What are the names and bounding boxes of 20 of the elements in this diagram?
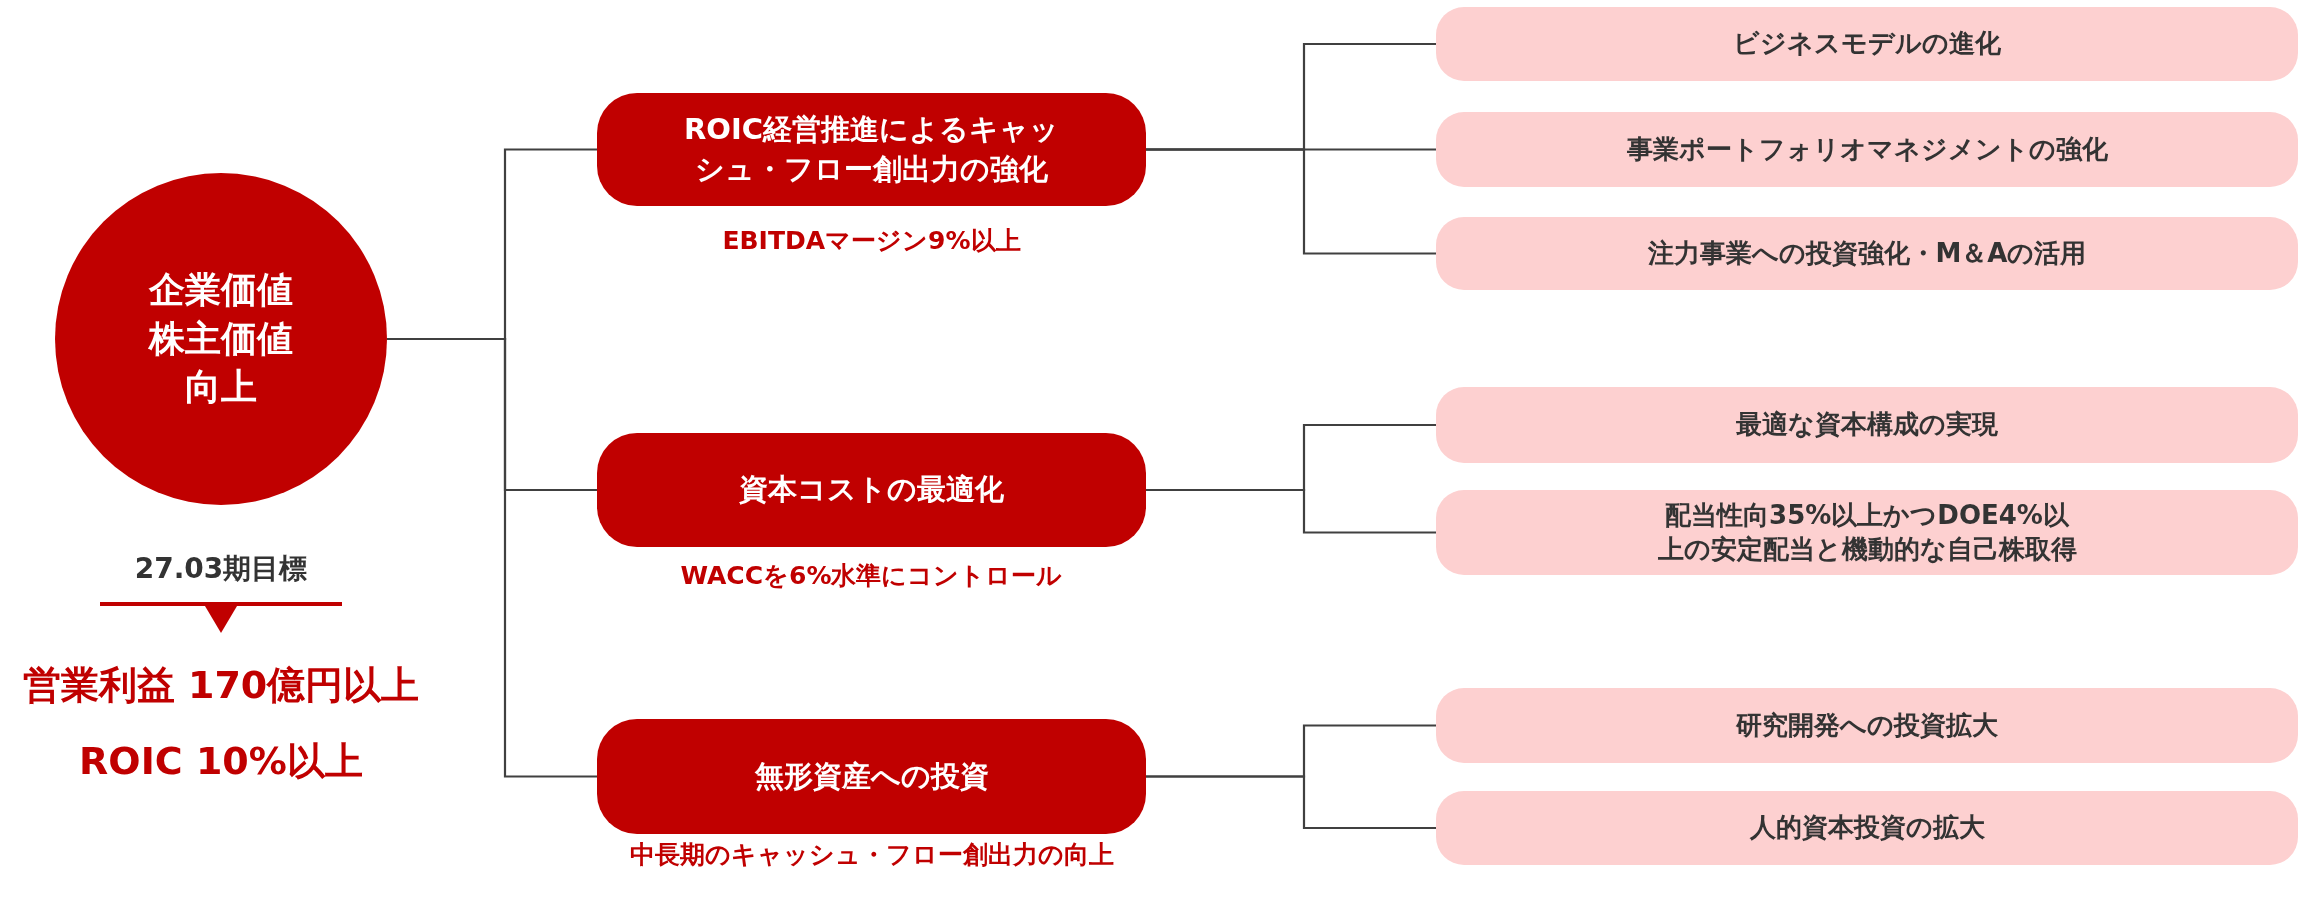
measure-box: 配当性向35%以上かつDOE4%以上の安定配当と機動的な自己株取得 [1436, 490, 2298, 575]
measure-box: 研究開発への投資拡大 [1436, 688, 2298, 763]
strategy-box: 無形資産への投資 [597, 719, 1146, 834]
target-text: ROIC 10%以上 [78, 738, 364, 785]
connector-line [1146, 488, 1436, 534]
measure-box: 事業ポートフォリオマネジメントの強化 [1436, 112, 2298, 187]
target-text: 営業利益 170億円以上 [21, 662, 421, 709]
strategy-box: 資本コストの最適化 [597, 433, 1146, 547]
measure-box: 最適な資本構成の実現 [1436, 387, 2298, 463]
goal-circle: 企業価値株主価値向上 [55, 173, 387, 505]
target-text: WACCを6%水準にコントロール [679, 560, 1064, 592]
measure-box: ビジネスモデルの進化 [1436, 7, 2298, 81]
target-text: EBITDAマージン9%以上 [721, 225, 1022, 257]
measure-box: 人的資本投資の拡大 [1436, 791, 2298, 865]
connector-line [1146, 775, 1436, 830]
strategy-box: ROIC経営推進によるキャッシュ・フロー創出力の強化 [597, 93, 1146, 206]
measure-box: 注力事業への投資強化・M＆Aの活用 [1436, 217, 2298, 290]
target-text: 中長期のキャッシュ・フロー創出力の向上 [628, 839, 1115, 871]
connector-line [1146, 148, 1436, 255]
target-heading: 27.03期目標 [133, 551, 309, 587]
